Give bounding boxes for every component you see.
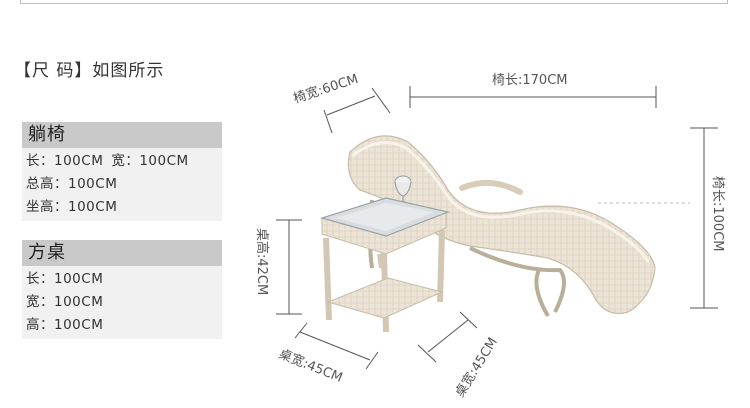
chair-width-dimension: [323, 87, 391, 134]
table-height-label: 桌高:42CM: [254, 228, 270, 295]
lounger-length: 长：100CM: [26, 153, 104, 169]
lounger-size-line: 长：100CM 宽：100CM: [26, 150, 222, 173]
lounger-spec-title: 躺椅: [22, 122, 222, 148]
chair-width-label: 椅宽:60CM: [291, 71, 360, 107]
table-length: 长：100CM: [26, 271, 104, 287]
lounger-spec-body: 长：100CM 宽：100CM 总高：100CM 坐高：100CM: [22, 148, 222, 221]
table-depth-dimension: [417, 311, 478, 363]
size-heading: 【尺 码】如图所示: [14, 61, 165, 81]
table-width-dimension: [294, 322, 379, 370]
chair-height-dimension: [598, 127, 718, 309]
top-frame: [20, 0, 728, 4]
lounger-spec-card: 躺椅 长：100CM 宽：100CM 总高：100CM 坐高：100CM: [22, 122, 222, 221]
chair-length-dimension: [409, 86, 657, 108]
side-table-image: [319, 197, 451, 333]
table-spec-title: 方桌: [22, 240, 222, 266]
lounger-seat-height: 坐高：100CM: [26, 199, 118, 215]
table-depth-label: 桌宽:45CM: [452, 335, 501, 400]
chair-length-label: 椅长:170CM: [492, 73, 568, 88]
lounger-width: 宽：100CM: [111, 153, 189, 169]
table-spec-card: 方桌 长：100CM 宽：100CM 高：100CM: [22, 240, 222, 339]
lounger-total-height: 总高：100CM: [26, 176, 118, 192]
table-spec-body: 长：100CM 宽：100CM 高：100CM: [22, 266, 222, 339]
table-height: 高：100CM: [26, 317, 104, 333]
table-height-dimension: [276, 219, 302, 315]
table-width: 宽：100CM: [26, 294, 104, 310]
chair-height-label: 椅长:100CM: [710, 176, 725, 252]
table-width-label: 桌宽:45CM: [277, 346, 345, 386]
